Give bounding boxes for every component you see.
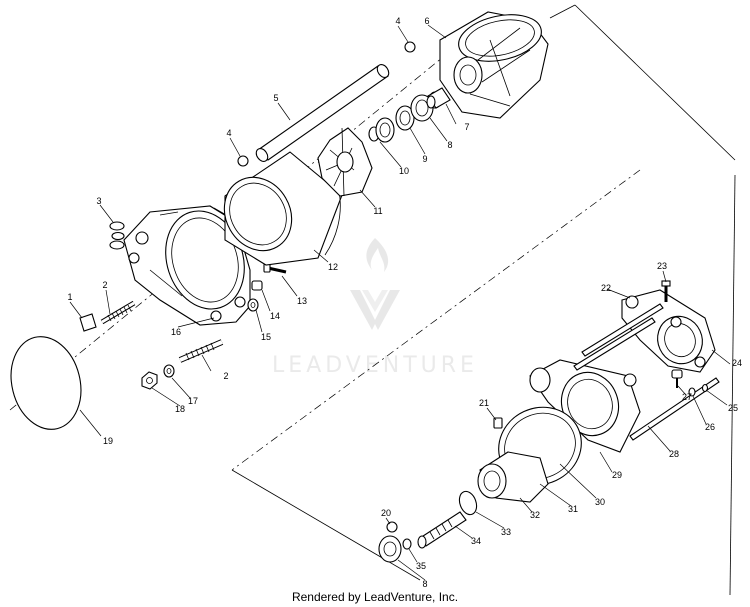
callout-3: 3	[96, 196, 101, 206]
washer-17	[163, 364, 175, 378]
washer-14	[251, 280, 263, 291]
liner-12	[223, 151, 343, 266]
bearing-set-9-10	[368, 91, 442, 143]
callout-9: 9	[422, 154, 427, 164]
ring-33	[458, 490, 478, 516]
callout-27: 27	[682, 392, 692, 402]
callout-19: 19	[103, 436, 113, 446]
stud-2-lower	[178, 339, 224, 363]
callout-26: 26	[705, 422, 715, 432]
steering-bracket-22	[621, 289, 716, 373]
footer-credit: Rendered by LeadVenture, Inc.	[291, 590, 459, 604]
bushing-26	[688, 387, 696, 397]
callout-23: 23	[657, 261, 667, 271]
callout-28: 28	[669, 449, 679, 459]
callout-14: 14	[270, 311, 280, 321]
callout-32: 32	[530, 510, 540, 520]
callout-15: 15	[261, 332, 271, 342]
fitting-27	[671, 369, 683, 388]
callout-30: 30	[595, 497, 605, 507]
callout-4-upper: 4	[395, 16, 400, 26]
o-ring-4-lower	[237, 155, 249, 167]
callout-labels: 1 2 2 3 4 4 5 6 7 8 9 10 11 12 13 14 15 …	[67, 16, 742, 589]
drive-shaft-5	[255, 64, 390, 162]
clip-21	[493, 417, 503, 429]
callout-20: 20	[381, 508, 391, 518]
callout-16: 16	[171, 327, 181, 337]
callout-8-lower: 8	[422, 579, 427, 589]
nut-18	[141, 371, 158, 390]
callout-1: 1	[67, 292, 72, 302]
ring-35	[402, 538, 412, 550]
callout-10: 10	[399, 166, 409, 176]
callout-34: 34	[471, 536, 481, 546]
bearing-housing-32	[477, 451, 549, 503]
callout-12: 12	[328, 262, 338, 272]
callout-18: 18	[175, 404, 185, 414]
pump-housing-16	[123, 205, 251, 326]
nut-15	[247, 298, 259, 312]
callout-7: 7	[464, 122, 469, 132]
callout-21: 21	[479, 398, 489, 408]
callout-11: 11	[373, 206, 382, 216]
nozzle-housing-29	[529, 359, 641, 453]
callout-6: 6	[424, 16, 429, 26]
callout-2-upper: 2	[102, 280, 107, 290]
callout-13: 13	[297, 296, 307, 306]
callout-2-lower: 2	[223, 371, 228, 381]
leader-lines	[69, 24, 731, 581]
o-ring-19	[10, 336, 82, 430]
callout-25: 25	[728, 403, 738, 413]
callout-35: 35	[416, 561, 426, 571]
stator-housing-6	[439, 11, 549, 119]
stud-2-upper	[100, 300, 136, 325]
callout-31: 31	[568, 504, 578, 514]
callout-8-upper: 8	[447, 140, 452, 150]
callout-4-lower: 4	[226, 128, 231, 138]
o-ring-20	[386, 521, 398, 533]
flame-logo-icon	[350, 238, 400, 330]
shaft-34	[417, 511, 467, 549]
watermark-text: LEADVENTURE	[272, 353, 478, 378]
callout-24: 24	[732, 358, 742, 368]
callout-17: 17	[188, 396, 198, 406]
o-rings-3	[109, 221, 125, 250]
decal-1	[79, 313, 97, 332]
leadventure-watermark: LEADVENTURE	[272, 238, 478, 378]
callout-22: 22	[601, 283, 611, 293]
callout-29: 29	[612, 470, 622, 480]
tie-rods-28	[573, 303, 720, 441]
o-ring-4-upper	[404, 41, 416, 53]
impeller-11	[317, 127, 373, 197]
callout-5: 5	[273, 93, 278, 103]
sleeve-7	[426, 87, 451, 109]
callout-33: 33	[501, 527, 511, 537]
bearing-8-lower	[378, 535, 402, 563]
